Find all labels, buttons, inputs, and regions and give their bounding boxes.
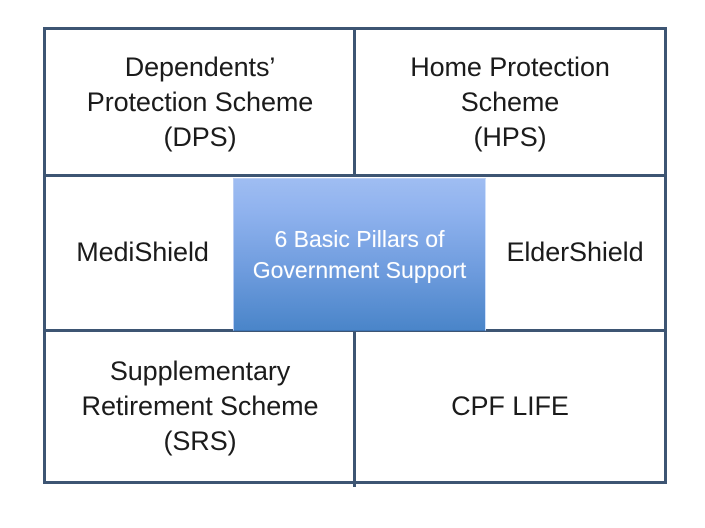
- pillar-cell-hps: Home Protection Scheme (HPS): [410, 51, 610, 153]
- center-title-box: 6 Basic Pillars of Government Support: [233, 178, 486, 331]
- pillar-cell-medishield: MediShield: [76, 237, 209, 268]
- grid-divider-vertical-bottom: [353, 329, 356, 487]
- grid-divider-vertical-top: [353, 27, 356, 177]
- pillar-cell-eldershield: ElderShield: [506, 237, 644, 268]
- pillar-cell-srs: Supplementary Retirement Scheme (SRS): [81, 355, 319, 457]
- pillar-cell-cpf-life: CPF LIFE: [451, 390, 569, 421]
- pillar-cell-dps: Dependents’ Protection Scheme (DPS): [86, 51, 314, 153]
